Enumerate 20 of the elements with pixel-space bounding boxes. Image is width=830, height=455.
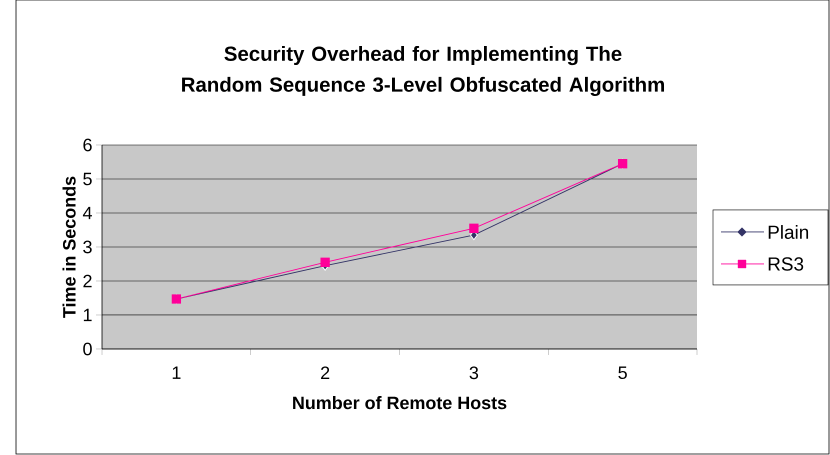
y-tick-label: 5	[83, 172, 92, 186]
y-tick-label: 4	[82, 206, 92, 220]
y-tick-label: 6	[83, 138, 92, 152]
chart-title: Security Overhead for Implementing The Random Sequence 3-Level Obfuscated Algorithm	[182, 46, 664, 96]
point	[469, 224, 479, 233]
legend-label: Plain	[768, 225, 808, 239]
legend-entry: RS3	[720, 257, 804, 271]
x-axis-title: Number of Remote Hosts	[293, 396, 506, 410]
x-tick-label: 1	[172, 366, 180, 379]
y-tick-label: 3	[83, 240, 92, 254]
y-tick-label: 1	[84, 308, 92, 322]
legend-label: RS3	[768, 257, 804, 271]
y-tick-label: 0	[83, 342, 92, 356]
x-tick-label: 5	[618, 366, 627, 380]
y-tick-label: 2	[83, 274, 92, 288]
point	[320, 258, 330, 267]
legend-entry: Plain	[720, 225, 808, 239]
x-tick-label: 2	[321, 366, 330, 380]
x-tick-label: 3	[470, 366, 478, 380]
y-axis-title: Time in Seconds	[62, 176, 76, 318]
